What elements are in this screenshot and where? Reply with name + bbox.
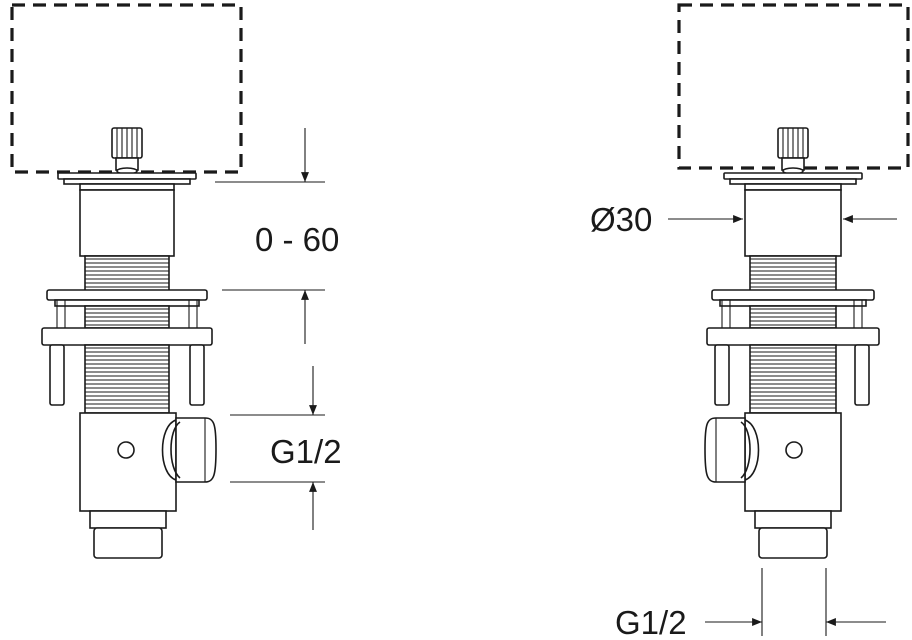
thread-rings (85, 258, 836, 409)
label-thread-side: G1/2 (270, 433, 342, 470)
right-clamp (706, 300, 880, 406)
left-dim-outlet (230, 366, 325, 530)
right-lock-plate (711, 289, 875, 307)
left-body-hole (117, 441, 135, 459)
right-spindle (777, 127, 809, 175)
left-upper-sleeve (79, 189, 175, 257)
left-valve-view: 0 - 60 G1/2 (10, 3, 342, 559)
left-thread-lower (84, 344, 170, 414)
right-dim-bottom-thread (705, 568, 886, 636)
left-valve-body (79, 412, 217, 512)
left-dim-adjust (215, 128, 325, 344)
label-diameter: Ø30 (590, 201, 652, 238)
left-thread-upper (84, 255, 170, 293)
right-body-hole (785, 441, 803, 459)
left-lock-plate (46, 289, 208, 307)
right-thread-lower (749, 344, 837, 414)
label-thread-bottom: G1/2 (615, 604, 687, 640)
right-valve-view: Ø30 G1/2 (590, 3, 910, 640)
left-bottom-nut (89, 510, 167, 559)
left-top-flange (57, 172, 197, 191)
right-upper-sleeve (744, 189, 842, 257)
right-bottom-nut (754, 510, 832, 559)
right-valve-body (704, 412, 842, 512)
right-thread-upper (749, 255, 837, 293)
left-spindle (111, 127, 143, 175)
left-clamp (41, 300, 213, 406)
right-top-flange (723, 172, 863, 191)
label-adjust-range: 0 - 60 (255, 221, 339, 258)
